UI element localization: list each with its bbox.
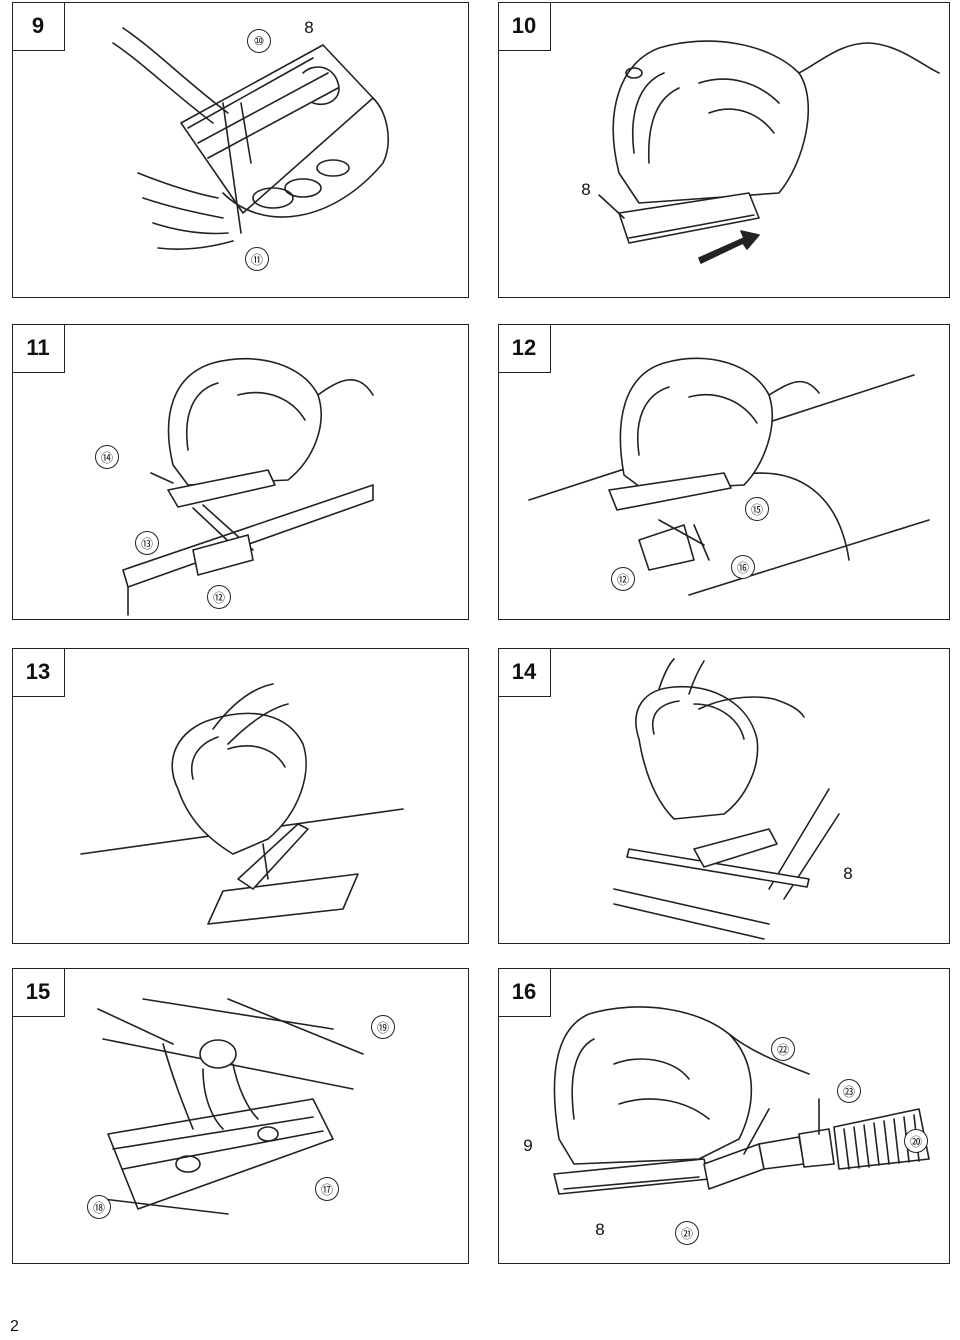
- callout-21: ㉑: [675, 1221, 699, 1245]
- page-number: 2: [10, 1318, 19, 1335]
- callout-8: 8: [298, 17, 320, 39]
- callout-10: ⑩: [247, 29, 271, 53]
- callout-8: 8: [837, 863, 859, 885]
- dust-nozzle-detail-illustration: [97, 998, 364, 1215]
- callout-16: ⑯: [731, 555, 755, 579]
- figure-panel-11: 11 ⑭ ⑬ ⑫: [12, 324, 469, 620]
- callout-12: ⑫: [207, 585, 231, 609]
- figure-number: 11: [13, 325, 65, 373]
- guide-fence-install-illustration: [122, 357, 374, 616]
- jigsaw-blade-install-illustration: [112, 27, 389, 250]
- dust-collector-connection-illustration: [553, 1006, 930, 1195]
- figure-number: 13: [13, 649, 65, 697]
- callout-23: ㉓: [837, 1079, 861, 1103]
- bevel-cutting-illustration: [80, 683, 404, 925]
- callout-22: ㉒: [771, 1037, 795, 1061]
- figure-panel-12: 12 ⑮ ⑯ ⑫: [498, 324, 950, 620]
- callout-14: ⑭: [95, 445, 119, 469]
- callout-15: ⑮: [745, 497, 769, 521]
- edge-cutting-illustration: [613, 658, 840, 940]
- callout-18: ⑱: [87, 1195, 111, 1219]
- circle-guide-cutting-illustration: [528, 357, 930, 596]
- figure-panel-16: 16 ㉒ ㉓ ⑳ 9 8 ㉑: [498, 968, 950, 1264]
- callout-17: ⑰: [315, 1177, 339, 1201]
- callout-11: ⑪: [245, 247, 269, 271]
- figure-panel-9: 9 ⑩ 8 ⑪: [12, 2, 469, 298]
- callout-20: ⑳: [904, 1129, 928, 1153]
- figure-number: 10: [499, 3, 551, 51]
- callout-19: ⑲: [371, 1015, 395, 1039]
- figure-panel-15: 15 ⑲ ⑰ ⑱: [12, 968, 469, 1264]
- callout-8: 8: [575, 179, 597, 201]
- callout-9: 9: [517, 1135, 539, 1157]
- figure-panel-10: 10 8: [498, 2, 950, 298]
- callout-8: 8: [589, 1219, 611, 1241]
- figure-number: 9: [13, 3, 65, 51]
- callout-13: ⑬: [135, 531, 159, 555]
- figure-panel-13: 13: [12, 648, 469, 944]
- figure-panel-14: 14 8: [498, 648, 950, 944]
- callout-12: ⑫: [611, 567, 635, 591]
- figure-number: 16: [499, 969, 551, 1017]
- jigsaw-base-slide-illustration: [598, 40, 940, 264]
- figure-number: 12: [499, 325, 551, 373]
- figure-number: 15: [13, 969, 65, 1017]
- figure-number: 14: [499, 649, 551, 697]
